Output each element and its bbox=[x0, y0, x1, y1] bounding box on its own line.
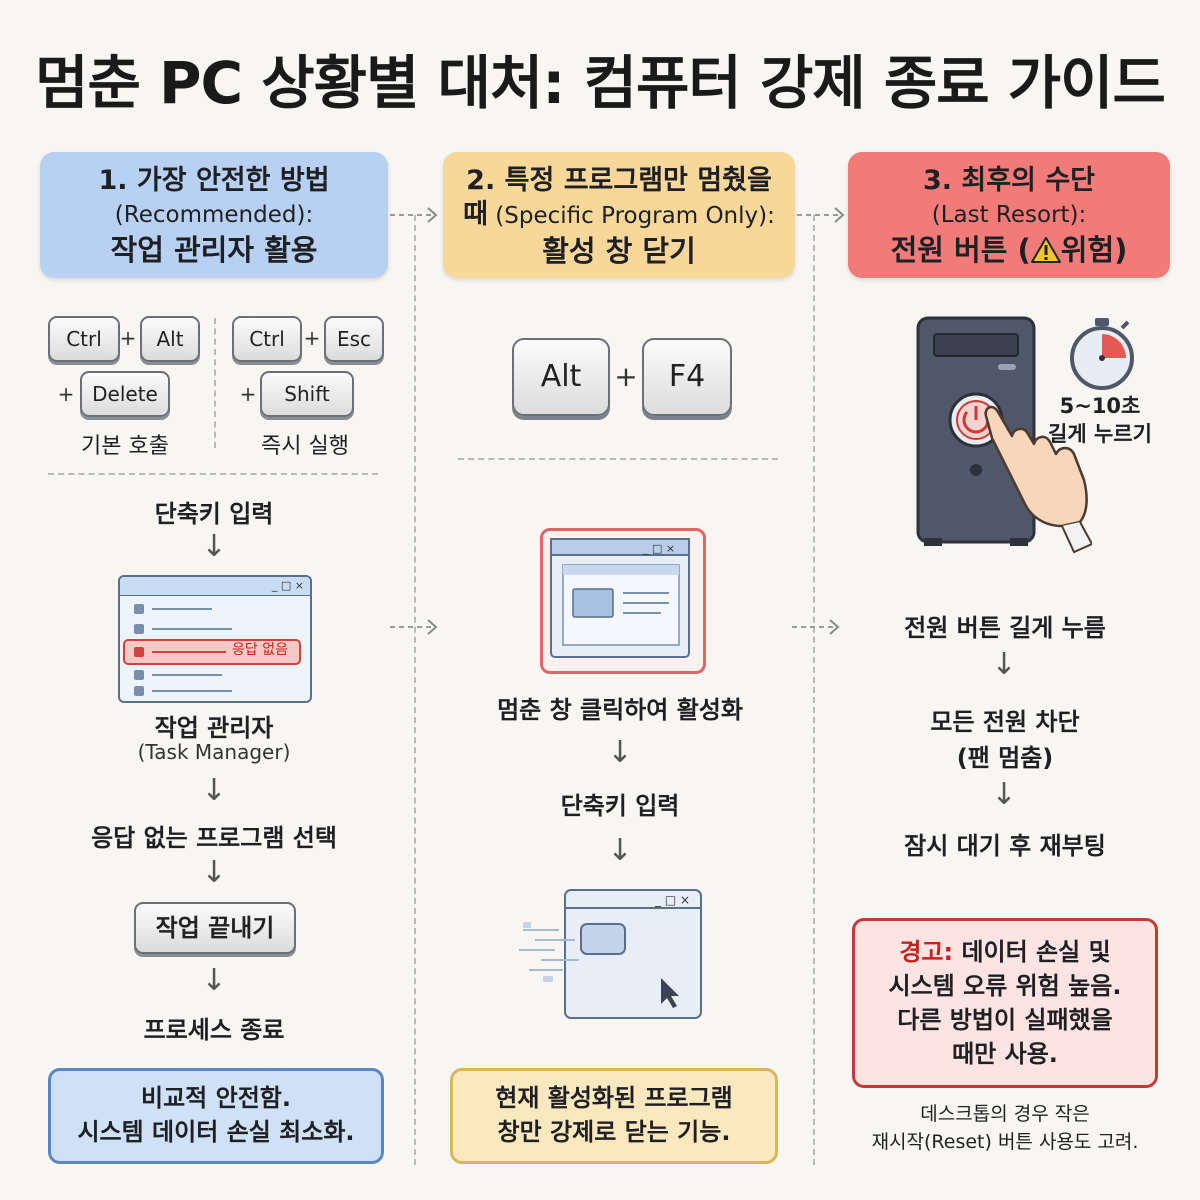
svg-text:_ □ ×: _ □ × bbox=[642, 542, 675, 555]
tip-line: 재시작(Reset) 버튼 사용도 고려. bbox=[871, 1131, 1139, 1153]
warning-line: 데이터 손실 및 bbox=[961, 938, 1111, 966]
label-basic-call: 기본 호출 bbox=[81, 434, 169, 459]
task-manager-window: _ □ × 응답 없음 bbox=[118, 575, 312, 703]
step-process-end: 프로세스 종료 bbox=[143, 1016, 285, 1044]
method-1-note: 비교적 안전함. 시스템 데이터 손실 최소화. bbox=[48, 1068, 384, 1164]
note-line: 비교적 안전함. bbox=[141, 1084, 291, 1112]
pc-tower-icon bbox=[916, 316, 1092, 554]
tip-line: 데스크톱의 경우 작은 bbox=[920, 1103, 1090, 1125]
note-line: 창만 강제로 닫는 기능. bbox=[497, 1118, 731, 1146]
warning-line: 다른 방법이 실패했을 bbox=[897, 1006, 1113, 1034]
step-shortcut-input: 단축키 입력 bbox=[560, 792, 680, 820]
svg-text:_ □ ×: _ □ × bbox=[654, 893, 690, 907]
window-controls: _ □ × bbox=[120, 577, 310, 596]
step-task-manager: 작업 관리자 bbox=[154, 714, 274, 742]
hold-duration: 5~10초 길게 누르기 bbox=[1030, 392, 1170, 448]
method-3-name-cont: 위험) bbox=[1060, 233, 1128, 267]
down-arrow-icon: ↓ bbox=[607, 833, 633, 868]
step-cut-power-sub: (팬 멈춤) bbox=[956, 744, 1054, 772]
down-arrow-icon: ↓ bbox=[201, 855, 227, 890]
reset-tip: 데스크톱의 경우 작은 재시작(Reset) 버튼 사용도 고려. bbox=[840, 1100, 1170, 1156]
plus-sign: + bbox=[119, 326, 137, 350]
connector-arrow-4 bbox=[792, 619, 840, 635]
plus-sign: + bbox=[303, 326, 321, 350]
method-2-header: 2. 특정 프로그램만 멈췄을 때 (Specific Program Only… bbox=[443, 152, 795, 278]
warning-line: 시스템 오류 위험 높음. bbox=[888, 972, 1122, 1000]
process-list bbox=[123, 604, 301, 696]
closing-window-icon: _ □ × bbox=[519, 889, 702, 1019]
method-2-title-cont: 때 bbox=[463, 199, 488, 230]
warning-label: 경고: bbox=[899, 938, 954, 966]
down-arrow-icon: ↓ bbox=[201, 963, 227, 998]
connector-arrow-1 bbox=[390, 207, 438, 223]
warning-icon bbox=[1030, 237, 1061, 263]
key-shift: Shift bbox=[260, 371, 354, 417]
down-arrow-icon: ↓ bbox=[991, 777, 1017, 812]
method-2-name: 활성 창 닫기 bbox=[542, 234, 696, 268]
key-divider bbox=[214, 318, 216, 448]
key-esc: Esc bbox=[324, 316, 384, 362]
method-1-subtitle: (Recommended): bbox=[114, 202, 314, 228]
method-1-header: 1. 가장 안전한 방법 (Recommended): 작업 관리자 활용 bbox=[40, 152, 388, 278]
step-reboot: 잠시 대기 후 재부팅 bbox=[904, 832, 1106, 860]
label-instant-run: 즉시 실행 bbox=[261, 434, 349, 459]
method-3-title: 3. 최후의 수단 bbox=[922, 165, 1096, 196]
connector-arrow-3 bbox=[390, 619, 438, 635]
end-task-button: 작업 끝내기 bbox=[134, 902, 296, 954]
plus-sign: + bbox=[239, 382, 257, 406]
connector-arrow-2 bbox=[797, 207, 845, 223]
active-window-illustration: _ □ × bbox=[540, 528, 706, 674]
key-delete: Delete bbox=[80, 371, 170, 417]
down-arrow-icon: ↓ bbox=[607, 735, 633, 770]
hold-seconds: 5~10초 bbox=[1059, 394, 1141, 418]
key-alt: Alt bbox=[140, 316, 200, 362]
note-line: 현재 활성화된 프로그램 bbox=[495, 1084, 733, 1112]
section-divider bbox=[458, 458, 778, 460]
key-ctrl: Ctrl bbox=[48, 316, 120, 362]
note-line: 시스템 데이터 손실 최소화. bbox=[77, 1118, 355, 1146]
column-divider-1 bbox=[414, 215, 416, 1165]
plus-sign: + bbox=[614, 360, 638, 393]
window-icon: _ □ × bbox=[550, 538, 690, 658]
step-cut-power: 모든 전원 차단 bbox=[930, 708, 1080, 736]
step-shortcut-input: 단축키 입력 bbox=[154, 500, 274, 528]
method-2-title: 2. 특정 프로그램만 멈췄을 bbox=[466, 165, 772, 196]
key-alt: Alt bbox=[512, 338, 610, 416]
method-3-name: 전원 버튼 ( bbox=[890, 233, 1031, 267]
plus-sign: + bbox=[57, 382, 75, 406]
column-divider-2 bbox=[813, 215, 815, 1165]
down-arrow-icon: ↓ bbox=[201, 529, 227, 564]
hold-instruction: 길게 누르기 bbox=[1048, 422, 1152, 446]
method-3-header: 3. 최후의 수단 (Last Resort): 전원 버튼 ( 위험) bbox=[848, 152, 1170, 278]
key-ctrl: Ctrl bbox=[232, 316, 302, 362]
step-task-manager-sub: (Task Manager) bbox=[137, 740, 291, 764]
stopwatch-icon bbox=[1070, 318, 1134, 390]
step-click-window: 멈춘 창 클릭하여 활성화 bbox=[497, 696, 743, 724]
page-title: 멈춘 PC 상황별 대처: 컴퓨터 강제 종료 가이드 bbox=[35, 49, 1166, 117]
section-divider bbox=[48, 473, 378, 475]
key-f4: F4 bbox=[642, 338, 732, 416]
method-2-subtitle: (Specific Program Only): bbox=[495, 203, 775, 229]
not-responding-badge: 응답 없음 bbox=[232, 642, 288, 658]
method-1-name: 작업 관리자 활용 bbox=[110, 233, 318, 267]
step-select-program: 응답 없는 프로그램 선택 bbox=[91, 824, 337, 852]
method-1-title: 1. 가장 안전한 방법 bbox=[98, 165, 330, 196]
step-hold-power: 전원 버튼 길게 누름 bbox=[904, 614, 1106, 642]
warning-box: 경고: 데이터 손실 및 시스템 오류 위험 높음. 다른 방법이 실패했을 때… bbox=[852, 918, 1158, 1088]
method-2-note: 현재 활성화된 프로그램 창만 강제로 닫는 기능. bbox=[450, 1068, 778, 1164]
warning-line: 때만 사용. bbox=[952, 1040, 1058, 1068]
method-3-subtitle: (Last Resort): bbox=[931, 202, 1087, 228]
down-arrow-icon: ↓ bbox=[991, 647, 1017, 682]
down-arrow-icon: ↓ bbox=[201, 773, 227, 808]
